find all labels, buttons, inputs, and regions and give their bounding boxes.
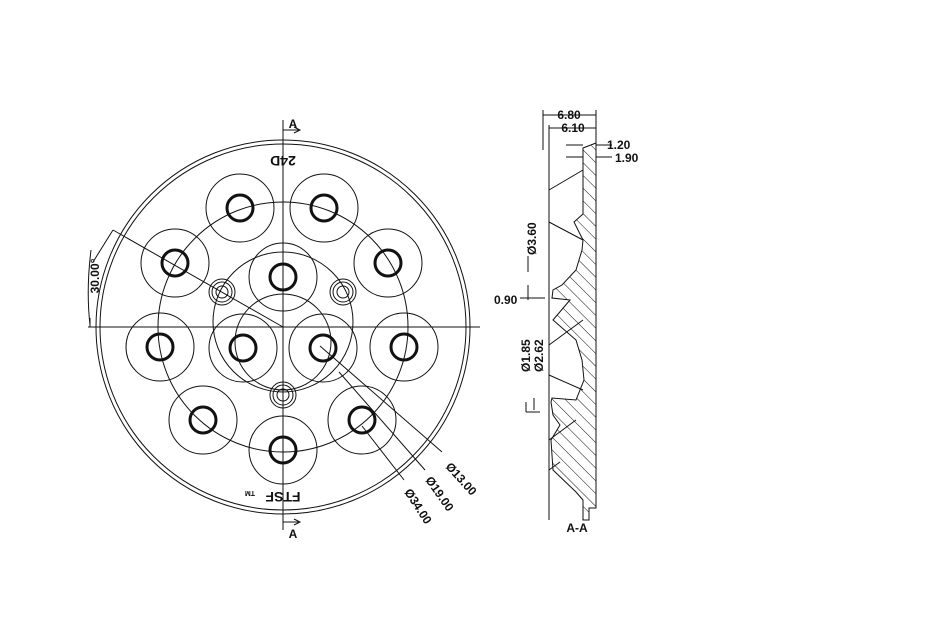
section-label-bottom: A bbox=[289, 527, 298, 541]
lens-outer-circle bbox=[248, 242, 318, 312]
dimension-0-90: 0.90 bbox=[494, 293, 518, 307]
dimension-dia-1-85: Ø1.85 bbox=[519, 339, 533, 372]
angle-dimension-arc bbox=[87, 249, 92, 326]
section-hatch-body bbox=[550, 142, 597, 521]
mounting-hole-inner bbox=[336, 285, 350, 299]
section-lens-cones bbox=[548, 150, 584, 520]
section-dimension-lines bbox=[520, 110, 612, 413]
mounting-hole-outer bbox=[208, 278, 236, 306]
dimension-dia-2-62: Ø2.62 bbox=[532, 339, 546, 372]
lens-hole bbox=[347, 405, 377, 435]
lens-outer-circle bbox=[327, 385, 397, 455]
mounting-hole-ring bbox=[272, 384, 294, 406]
lens-hole bbox=[389, 332, 419, 362]
dimension-6-80: 6.80 bbox=[557, 108, 581, 122]
lens-outer-circle bbox=[168, 385, 238, 455]
lens-outer-circle bbox=[289, 173, 359, 243]
lens-outer-circle bbox=[125, 312, 195, 382]
section-title: A-A bbox=[566, 521, 588, 535]
lens-hole bbox=[225, 193, 255, 223]
lens-outer-circle bbox=[248, 415, 318, 485]
lens-outer-circle bbox=[205, 173, 275, 243]
dimension-1-20: 1.20 bbox=[607, 138, 631, 152]
lens-hole bbox=[160, 248, 190, 278]
brand-mark-label: FTSF bbox=[265, 489, 300, 505]
lens-hole bbox=[268, 262, 298, 292]
dimension-dia-3-60: Ø3.60 bbox=[525, 222, 539, 255]
dimension-6-10: 6.10 bbox=[561, 121, 585, 135]
mounting-hole-outer bbox=[329, 278, 357, 306]
mounting-hole-inner bbox=[215, 285, 229, 299]
lens-hole bbox=[188, 405, 218, 435]
part-code-label: 24D bbox=[270, 153, 296, 169]
section-label-top: A bbox=[289, 117, 298, 131]
lens-hole bbox=[145, 332, 175, 362]
angle-dimension-lines bbox=[89, 229, 284, 328]
mounting-hole-inner bbox=[276, 388, 290, 402]
front-view bbox=[87, 120, 480, 530]
lens-outer-circle bbox=[208, 313, 278, 383]
lens-outer-circle bbox=[353, 228, 423, 298]
lens-hole bbox=[309, 193, 339, 223]
angle-dimension: 30.00° bbox=[88, 258, 102, 293]
mounting-hole-ring bbox=[332, 281, 354, 303]
mounting-hole-outer bbox=[269, 381, 297, 409]
lens-hole bbox=[228, 333, 258, 363]
diameter-leader-lines bbox=[319, 345, 443, 481]
lens-outer-circle bbox=[140, 228, 210, 298]
dimension-1-90: 1.90 bbox=[615, 151, 639, 165]
lens-outer-circle bbox=[369, 312, 439, 382]
dimension-dia-34: Ø34.00 bbox=[401, 486, 434, 527]
mounting-hole-ring bbox=[211, 281, 233, 303]
lens-hole bbox=[373, 248, 403, 278]
section-arrows bbox=[283, 126, 302, 526]
section-view: 6.80 6.10 1.20 1.90 Ø3.60 0.90 Ø1.85 Ø2.… bbox=[494, 108, 639, 535]
lens-hole bbox=[268, 435, 298, 465]
lens-hole bbox=[308, 333, 338, 363]
lens-outer-circle bbox=[288, 313, 358, 383]
trademark-label: TM bbox=[245, 489, 255, 496]
